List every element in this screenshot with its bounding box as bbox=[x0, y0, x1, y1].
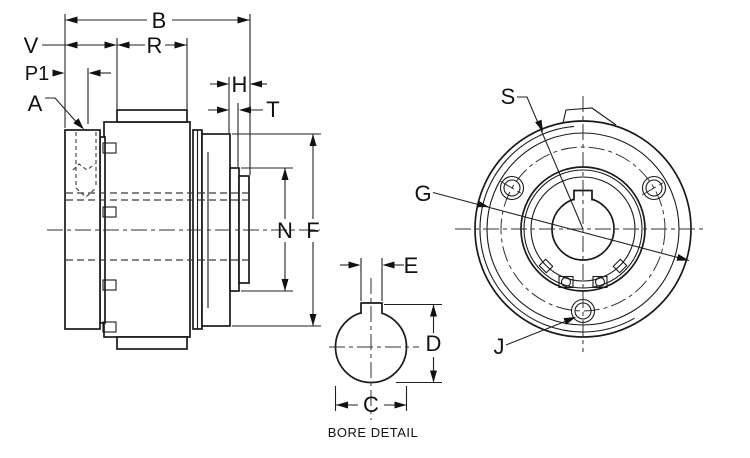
dim-label-R: R bbox=[147, 33, 163, 58]
dim-E: E bbox=[340, 253, 418, 301]
dim-T: T bbox=[208, 97, 280, 122]
dim-N: N bbox=[277, 168, 293, 291]
bore-hidden-lines bbox=[66, 192, 248, 261]
dim-D: D bbox=[384, 303, 442, 384]
extension-lines bbox=[64, 14, 321, 327]
bore-detail-view: E D C BORE DETAIL bbox=[328, 253, 442, 440]
dim-label-T: T bbox=[266, 97, 279, 122]
dim-label-D: D bbox=[426, 331, 442, 356]
dim-label-V: V bbox=[24, 33, 39, 58]
dim-C: C bbox=[334, 386, 408, 417]
dim-H: H bbox=[210, 72, 267, 97]
dim-label-J: J bbox=[494, 334, 505, 359]
dim-label-N: N bbox=[277, 218, 293, 243]
dim-label-S: S bbox=[501, 84, 516, 109]
dim-label-C: C bbox=[363, 392, 379, 417]
dim-G: G bbox=[414, 181, 690, 262]
dim-R: R bbox=[117, 33, 187, 58]
dim-F: F bbox=[306, 134, 320, 326]
dim-label-F: F bbox=[306, 218, 319, 243]
leader-A: A bbox=[28, 91, 84, 130]
dim-label-E: E bbox=[404, 253, 419, 278]
dim-P1: P1 bbox=[25, 63, 111, 85]
bore-detail-caption: BORE DETAIL bbox=[328, 425, 419, 440]
front-view: S G J bbox=[414, 84, 705, 359]
dim-label-P1: P1 bbox=[25, 63, 49, 85]
dim-label-G: G bbox=[414, 181, 431, 206]
side-view: B V R P1 A bbox=[24, 8, 321, 350]
leader-J: J bbox=[494, 317, 576, 359]
dim-label-H: H bbox=[232, 72, 248, 97]
setscrew-hidden-lines bbox=[72, 132, 97, 198]
dim-V: V bbox=[24, 33, 117, 58]
dim-B: B bbox=[65, 8, 250, 33]
dim-label-A: A bbox=[28, 91, 43, 116]
leader-S: S bbox=[501, 84, 584, 230]
dim-label-B: B bbox=[152, 8, 167, 33]
